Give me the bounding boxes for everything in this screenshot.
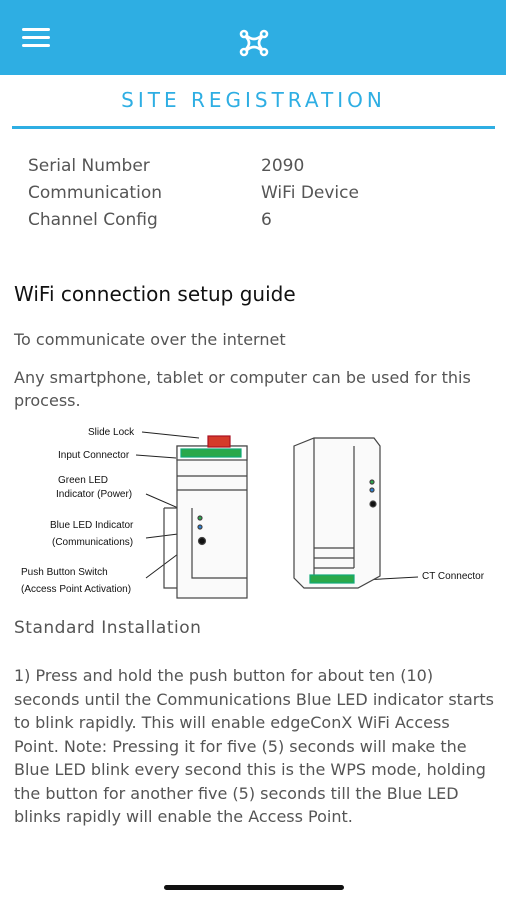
info-label: Channel Config xyxy=(28,210,158,230)
label-ct-connector: CT Connector xyxy=(422,571,485,582)
info-value: 2090 xyxy=(261,156,305,176)
page-title-section: SITE REGISTRATION xyxy=(12,86,495,129)
label-green-led: Green LED xyxy=(58,475,108,486)
info-row-serial: Serial Number 2090 xyxy=(28,156,488,183)
label-push-button: Push Button Switch xyxy=(21,567,108,578)
site-info: Serial Number 2090 Communication WiFi De… xyxy=(28,156,488,237)
install-step-1: 1) Press and hold the push button for ab… xyxy=(14,666,494,826)
standard-installation-title: Standard Installation xyxy=(14,618,202,638)
guide-description: Any smartphone, tablet or computer can b… xyxy=(14,368,471,410)
page-title: SITE REGISTRATION xyxy=(121,88,386,112)
label-green-led-2: Indicator (Power) xyxy=(56,489,132,500)
guide-title: WiFi connection setup guide xyxy=(14,282,296,306)
info-row-channel: Channel Config 6 xyxy=(28,210,488,237)
device-side xyxy=(293,437,381,589)
label-blue-led: Blue LED Indicator xyxy=(50,520,134,531)
label-push-button-2: (Access Point Activation) xyxy=(21,584,131,595)
device-front xyxy=(163,435,248,599)
info-value: 6 xyxy=(261,210,272,230)
edgeconx-logo-icon[interactable] xyxy=(238,28,270,58)
label-slide-lock: Slide Lock xyxy=(88,427,135,438)
info-row-communication: Communication WiFi Device xyxy=(28,183,488,210)
home-indicator[interactable] xyxy=(164,885,344,890)
device-diagram: Slide Lock Input Connector Green LED Ind… xyxy=(21,427,485,599)
app-header xyxy=(0,0,506,75)
label-blue-led-2: (Communications) xyxy=(52,537,133,548)
info-label: Serial Number xyxy=(28,156,150,176)
hamburger-menu-icon[interactable] xyxy=(22,28,50,48)
info-label: Communication xyxy=(28,183,162,203)
info-value: WiFi Device xyxy=(261,183,359,203)
label-input-connector: Input Connector xyxy=(58,450,130,461)
guide-intro: To communicate over the internet xyxy=(14,330,286,349)
